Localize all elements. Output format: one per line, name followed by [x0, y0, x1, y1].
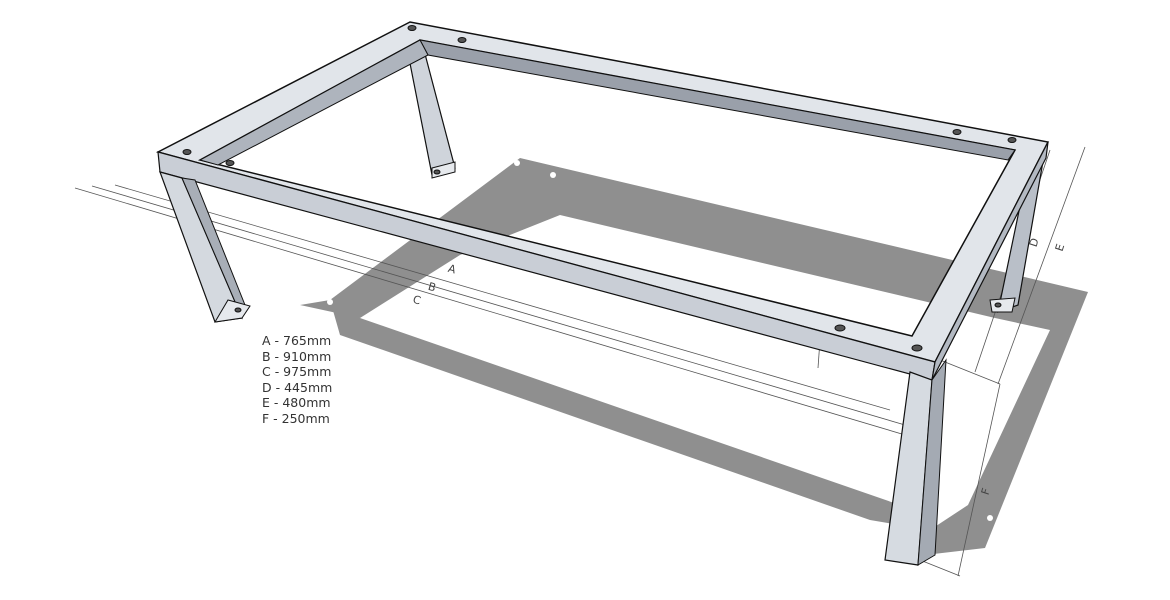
legend-item-b: B - 910mm	[262, 348, 332, 364]
ground-shadow	[300, 158, 1088, 555]
shadow-holes	[327, 160, 993, 521]
legend-item-c: C - 975mm	[262, 364, 332, 380]
right-rail-face	[931, 141, 1049, 381]
dim-label-b: B	[427, 280, 438, 295]
legend-item-a: A - 765mm	[262, 333, 332, 348]
legend-item-d: D - 445mm	[262, 379, 333, 395]
legend-item-f: F - 250mm	[262, 410, 330, 426]
bolt-holes	[182, 25, 1017, 352]
dim-label-d: D	[1027, 237, 1042, 249]
dim-label-f: F	[979, 487, 993, 497]
dim-label-c: C	[411, 293, 422, 308]
dimension-legend: A - 765mm B - 910mm C - 975mm D - 445mm …	[262, 333, 332, 427]
legend-item-e: E - 480mm	[262, 395, 331, 411]
dim-label-a: A	[447, 262, 458, 277]
dim-label-e: E	[1053, 242, 1068, 253]
